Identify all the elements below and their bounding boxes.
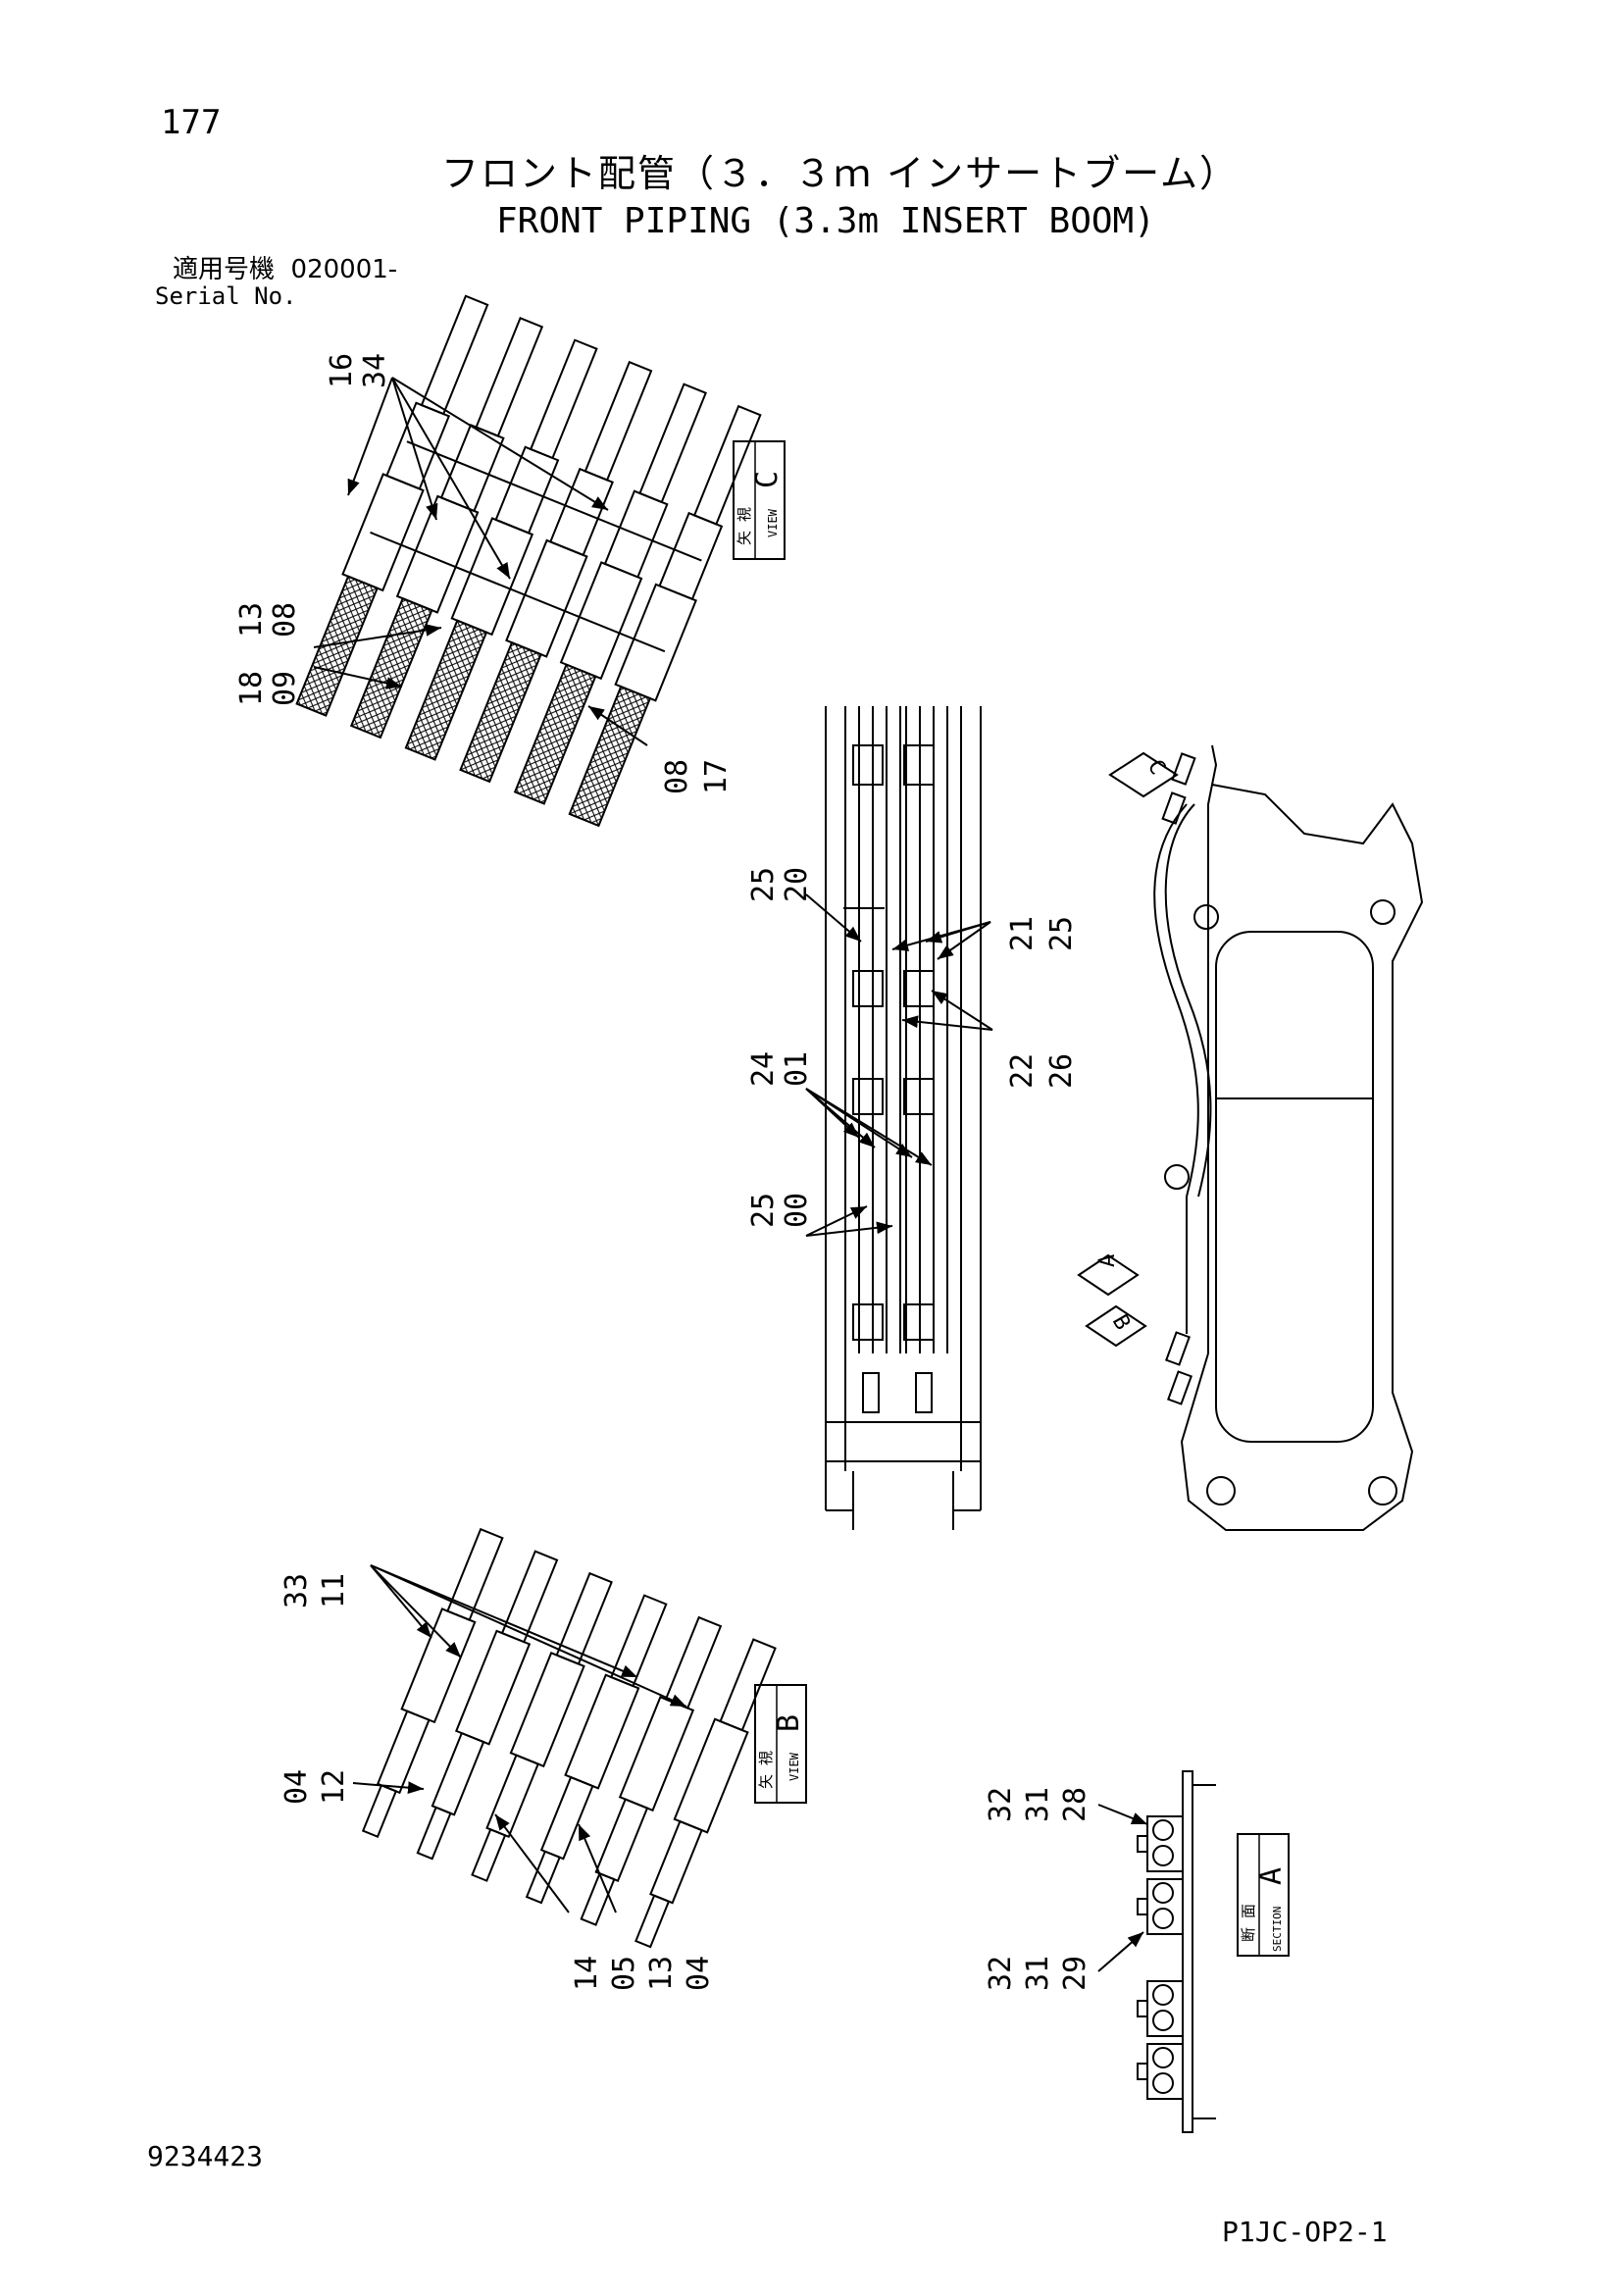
- title-english: FRONT PIPING (3.3m INSERT BOOM): [496, 201, 1155, 241]
- callout-29: 29: [1058, 1956, 1092, 1991]
- callout-18: 18: [234, 671, 269, 706]
- callout-01: 01: [780, 1051, 814, 1087]
- section-a-label: 断 面 SECTION A: [1237, 1833, 1290, 1957]
- view-b-hose-bundle: [352, 1527, 777, 1949]
- callout-13: 13: [234, 602, 269, 638]
- view-c-callouts: 16 34 13 08 18 09 08 17: [234, 353, 734, 794]
- view-c-label-jp: 矢 視: [736, 507, 753, 545]
- section-a-letter: A: [1254, 1867, 1289, 1885]
- callout-33: 33: [279, 1573, 314, 1608]
- serial-label-english: Serial No.: [155, 282, 297, 310]
- boom-main-callouts: 25 20 21 25 24 01 22 26 25 00: [746, 867, 1079, 1228]
- marker-b: B: [1085, 1304, 1147, 1348]
- callout-08a: 08: [268, 602, 302, 638]
- view-b-label-en: VIEW: [787, 1752, 801, 1781]
- callout-25a: 25: [746, 867, 781, 902]
- marker-a: A: [1077, 1254, 1140, 1297]
- callout-04b: 04: [682, 1956, 716, 1991]
- view-b-callouts: 33 11 04 12 14 05 13 04: [279, 1573, 716, 1991]
- view-c-label-en: VIEW: [766, 508, 780, 537]
- view-b-label-jp: 矢 視: [757, 1751, 775, 1789]
- callout-09: 09: [268, 671, 302, 706]
- marker-b-letter: B: [1107, 1311, 1135, 1335]
- callout-16: 16: [325, 353, 359, 388]
- callout-32b: 32: [984, 1956, 1018, 1991]
- marker-c: C: [1108, 751, 1179, 798]
- callout-25b: 25: [1044, 916, 1079, 951]
- callout-25c: 25: [746, 1193, 781, 1228]
- view-c-hose-bundle: [295, 294, 762, 828]
- serial-label-jp-text: 適用号機: [173, 255, 276, 284]
- callout-31a: 31: [1021, 1787, 1055, 1822]
- page-number: 177: [161, 103, 222, 142]
- serial-label-japanese: 適用号機 020001-: [173, 257, 397, 282]
- callout-31b: 31: [1021, 1956, 1055, 1991]
- section-a-label-jp: 断 面: [1240, 1904, 1257, 1942]
- callout-24: 24: [746, 1051, 781, 1087]
- callout-17: 17: [699, 759, 734, 794]
- document-number: 9234423: [147, 2140, 264, 2172]
- boom-main-arrows: [805, 893, 993, 1237]
- view-b-label: 矢 視 VIEW B: [754, 1684, 807, 1804]
- view-c-label: 矢 視 VIEW C: [733, 440, 786, 560]
- title-japanese: フロント配管（３．３ｍ インサートブーム）: [441, 152, 1239, 195]
- marker-a-letter: A: [1095, 1254, 1120, 1267]
- callout-13b: 13: [644, 1956, 679, 1991]
- callout-12: 12: [317, 1769, 351, 1805]
- callout-00: 00: [780, 1193, 814, 1228]
- callout-04a: 04: [279, 1769, 314, 1805]
- marker-c-letter: C: [1142, 756, 1170, 780]
- callout-05: 05: [607, 1956, 641, 1991]
- callout-26: 26: [1044, 1053, 1079, 1089]
- section-a-callouts: 32 31 28 32 31 29: [984, 1787, 1092, 1991]
- callout-08b: 08: [660, 759, 694, 794]
- callout-21: 21: [1005, 916, 1040, 951]
- view-c-letter: C: [750, 471, 785, 488]
- boom-side-view: [1153, 744, 1424, 1531]
- callout-14: 14: [570, 1956, 604, 1991]
- section-markers: C A B: [1077, 751, 1179, 1348]
- callout-20: 20: [780, 867, 814, 902]
- serial-value: 020001-: [290, 255, 398, 284]
- callout-32a: 32: [984, 1787, 1018, 1822]
- callout-11: 11: [317, 1573, 351, 1608]
- callout-22: 22: [1005, 1053, 1040, 1089]
- section-a-label-en: SECTION: [1271, 1907, 1284, 1952]
- section-a-detail: [1097, 1770, 1216, 2133]
- view-b-letter: B: [772, 1714, 806, 1732]
- callout-28: 28: [1058, 1787, 1092, 1822]
- boom-main-view: [825, 706, 982, 1530]
- drawing-code: P1JC-OP2-1: [1222, 2216, 1388, 2248]
- callout-34: 34: [358, 353, 392, 388]
